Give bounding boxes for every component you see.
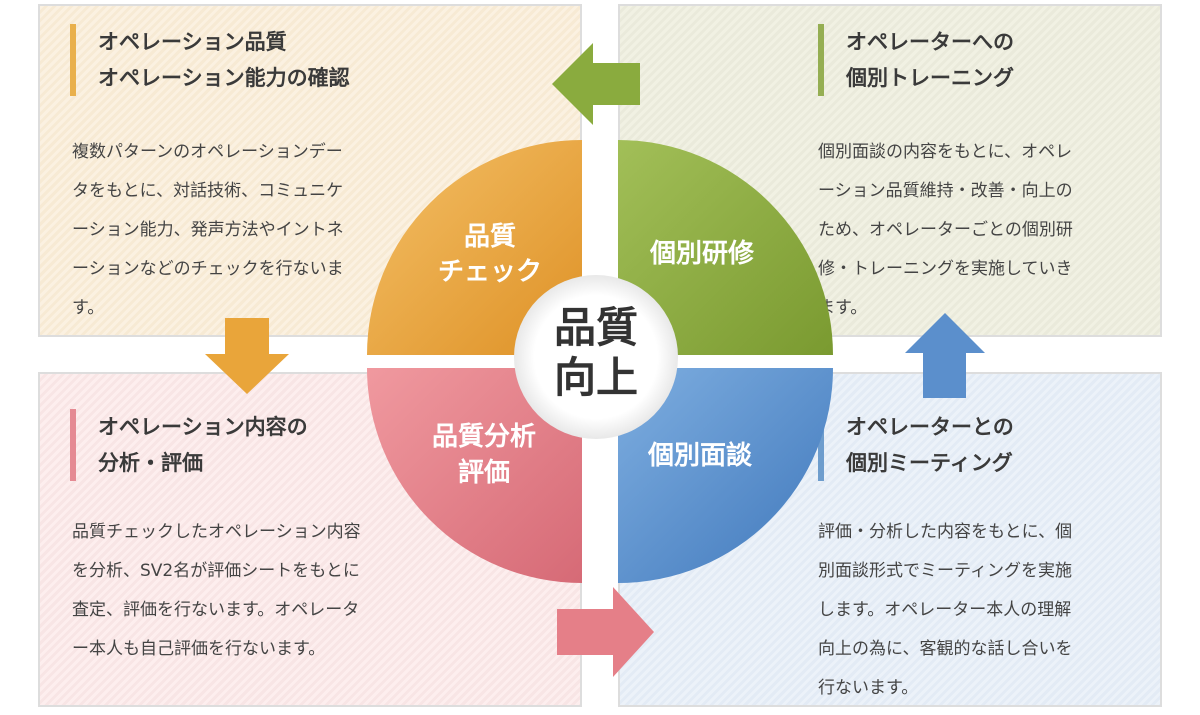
description-line: 品質チェックしたオペレーション内容 <box>72 522 361 542</box>
description-line: 向上の為に、客観的な話し合いを <box>818 639 1073 659</box>
card-title-line: オペレーション能力の確認 <box>98 66 350 90</box>
description-line: 別面談形式でミーティングを実施 <box>818 561 1072 581</box>
center-label: 品質 <box>554 303 638 352</box>
card-title: オペレーション品質 オペレーション能力の確認 <box>70 24 350 96</box>
card-title-line: 個別ミーティング <box>846 451 1013 475</box>
center-label: 向上 <box>554 353 638 402</box>
description-line: 評価・分析した内容をもとに、個 <box>818 522 1073 542</box>
card-title: オペレーション内容の 分析・評価 <box>70 409 308 481</box>
card-title: オペレーターへの 個別トレーニング <box>818 24 1014 96</box>
card-title-line: オペレーション内容の <box>98 415 308 439</box>
segment-label: 評価 <box>458 457 510 488</box>
arrow-right-icon <box>557 587 654 677</box>
card-title: オペレーターとの 個別ミーティング <box>818 409 1014 481</box>
description-line: タをもとに、対話技術、コミュニケ <box>72 181 344 201</box>
description-line: 行ないます。 <box>818 678 919 698</box>
description-line: 修・トレーニングを実施していき <box>818 259 1073 279</box>
description-line: します。オペレーター本人の理解 <box>818 600 1072 620</box>
segment-individual-interview <box>618 368 833 583</box>
card-title-line: オペレーターへの <box>846 30 1014 54</box>
segment-label: チェック <box>438 257 542 287</box>
description-line: ーション品質維持・改善・向上の <box>818 181 1073 201</box>
description-line: す。 <box>72 298 105 318</box>
card-title-line: オペレーション品質 <box>98 30 287 54</box>
arrow-up-icon <box>905 313 985 398</box>
description-line: を分析、SV2名が評価シートをもとに <box>72 561 360 581</box>
card-description: 評価・分析した内容をもとに、個 別面談形式でミーティングを実施 します。オペレー… <box>818 513 1073 708</box>
description-line: ー本人も自己評価を行ないます。 <box>72 639 326 659</box>
segment-quality-check <box>367 140 582 355</box>
segment-label: 個別研修 <box>649 238 755 269</box>
card-description: 個別面談の内容をもとに、オペレ ーション品質維持・改善・向上の ため、オペレータ… <box>818 133 1073 328</box>
description-line: ーションなどのチェックを行ないま <box>72 259 344 279</box>
description-line: ため、オペレーターごとの個別研 <box>818 220 1073 240</box>
card-title-line: 個別トレーニング <box>846 66 1014 90</box>
arrow-down-icon <box>205 318 289 394</box>
segment-individual-training <box>618 140 833 355</box>
segment-label: 個別面談 <box>647 440 753 471</box>
description-line: ます。 <box>818 298 868 318</box>
arrow-left-icon <box>552 43 640 125</box>
description-line: 査定、評価を行ないます。オペレータ <box>72 600 360 620</box>
center-circle <box>514 275 678 439</box>
description-line: ーション能力、発声方法やイントネ <box>72 220 344 240</box>
segment-label: 品質分析 <box>432 422 536 452</box>
description-line: 複数パターンのオペレーションデー <box>72 142 343 162</box>
segment-quality-analysis <box>367 368 582 583</box>
card-title-line: 分析・評価 <box>98 451 203 475</box>
description-line: 個別面談の内容をもとに、オペレ <box>818 142 1073 162</box>
segment-label: 品質 <box>464 222 516 252</box>
card-description: 品質チェックしたオペレーション内容 を分析、SV2名が評価シートをもとに 査定、… <box>72 513 361 669</box>
card-description: 複数パターンのオペレーションデー タをもとに、対話技術、コミュニケ ーション能力… <box>72 133 344 328</box>
card-title-line: オペレーターとの <box>846 415 1014 439</box>
